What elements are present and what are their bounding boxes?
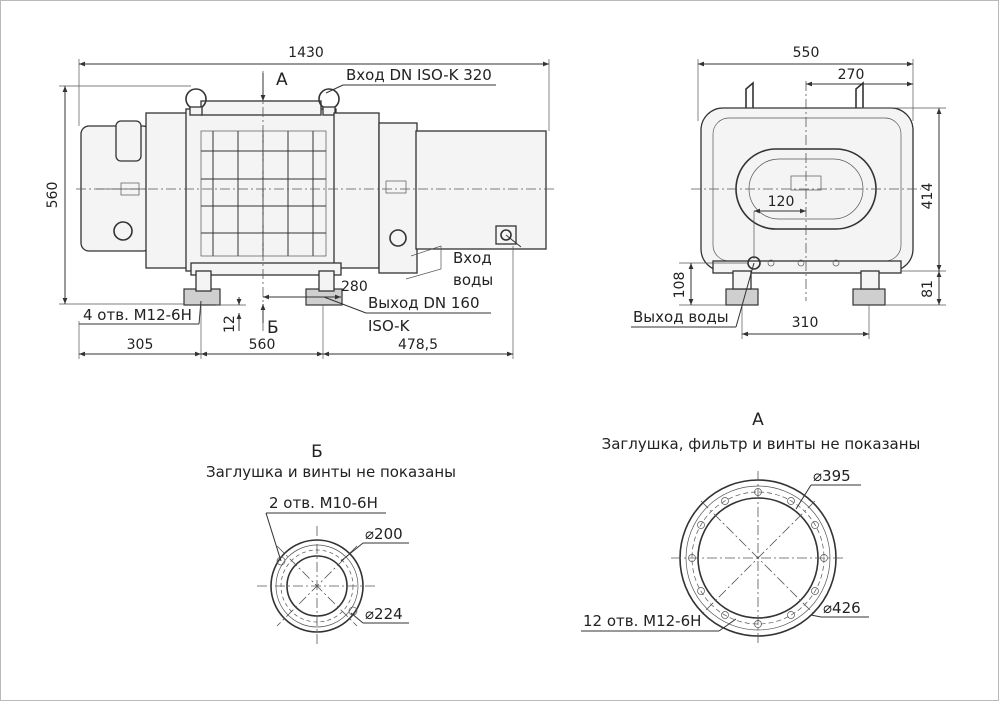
detail-a: А Заглушка, фильтр и винты не показаны ⌀…	[581, 410, 920, 646]
base-frame	[190, 262, 342, 276]
dim-side-width: 550	[793, 45, 820, 61]
water-inlet-label-2: воды	[453, 271, 493, 289]
side-housing	[700, 107, 914, 272]
cooling-jacket	[415, 130, 547, 250]
lifting-eye-left	[185, 88, 207, 110]
dim-left: 305	[127, 337, 154, 353]
detail-a-note: Заглушка, фильтр и винты не показаны	[602, 435, 921, 453]
dim-outlet-offset: 280	[341, 279, 368, 295]
dim-side-half-width: 270	[838, 67, 865, 83]
dim-water-height: 108	[672, 272, 688, 299]
detail-a-bolt-holes	[688, 488, 828, 628]
inlet-flange	[200, 100, 322, 116]
side-view: 550 270 414 81 120 108 310 Выход воды	[631, 45, 946, 339]
motor-terminal-box	[115, 120, 142, 162]
dim-side-foot: 81	[920, 280, 936, 298]
side-foot-right	[852, 288, 886, 306]
dim-foot-height: 12	[222, 315, 238, 333]
water-inlet-label-1: Вход	[453, 249, 492, 267]
detail-b-note: Заглушка и винты не показаны	[206, 463, 456, 481]
detail-b: Б Заглушка и винты не показаны 2 отв. M1…	[206, 442, 456, 646]
section-marker-b: Б	[267, 318, 279, 338]
dim-height: 560	[45, 182, 61, 209]
detail-a-title: А	[752, 410, 764, 430]
dim-side-height: 414	[920, 183, 936, 210]
outlet-label-1: Выход DN 160	[368, 294, 480, 312]
water-outlet-label: Выход воды	[633, 308, 729, 326]
dim-overall-length: 1430	[288, 45, 324, 61]
left-housing	[145, 112, 192, 269]
inlet-label: Вход DN ISO-K 320	[346, 66, 492, 84]
front-holes-label: 4 отв. M12-6H	[83, 306, 192, 324]
dim-middle: 560	[249, 337, 276, 353]
dim-feet-spacing: 310	[792, 315, 819, 331]
dim-right: 478,5	[398, 337, 438, 353]
detail-a-outer-diameter: ⌀426	[823, 599, 861, 617]
outlet-label-2: ISO-K	[368, 317, 411, 335]
detail-b-outer-diameter: ⌀224	[365, 605, 403, 623]
detail-a-inner-diameter: ⌀395	[813, 467, 851, 485]
side-foot-left	[725, 288, 759, 306]
front-view: 1430 560 A Вход DN ISO-K 320 Вход воды 2…	[45, 45, 556, 359]
detail-b-holes: 2 отв. M10-6H	[269, 494, 378, 512]
motor-plug	[113, 221, 133, 241]
detail-b-title: Б	[311, 442, 323, 462]
gear-housing	[378, 122, 418, 274]
dim-flange-offset: 120	[768, 194, 795, 210]
section-marker-a: A	[276, 70, 288, 90]
detail-a-holes: 12 отв. M12-6H	[583, 612, 701, 630]
detail-b-inner-diameter: ⌀200	[365, 525, 403, 543]
right-housing	[333, 112, 380, 269]
